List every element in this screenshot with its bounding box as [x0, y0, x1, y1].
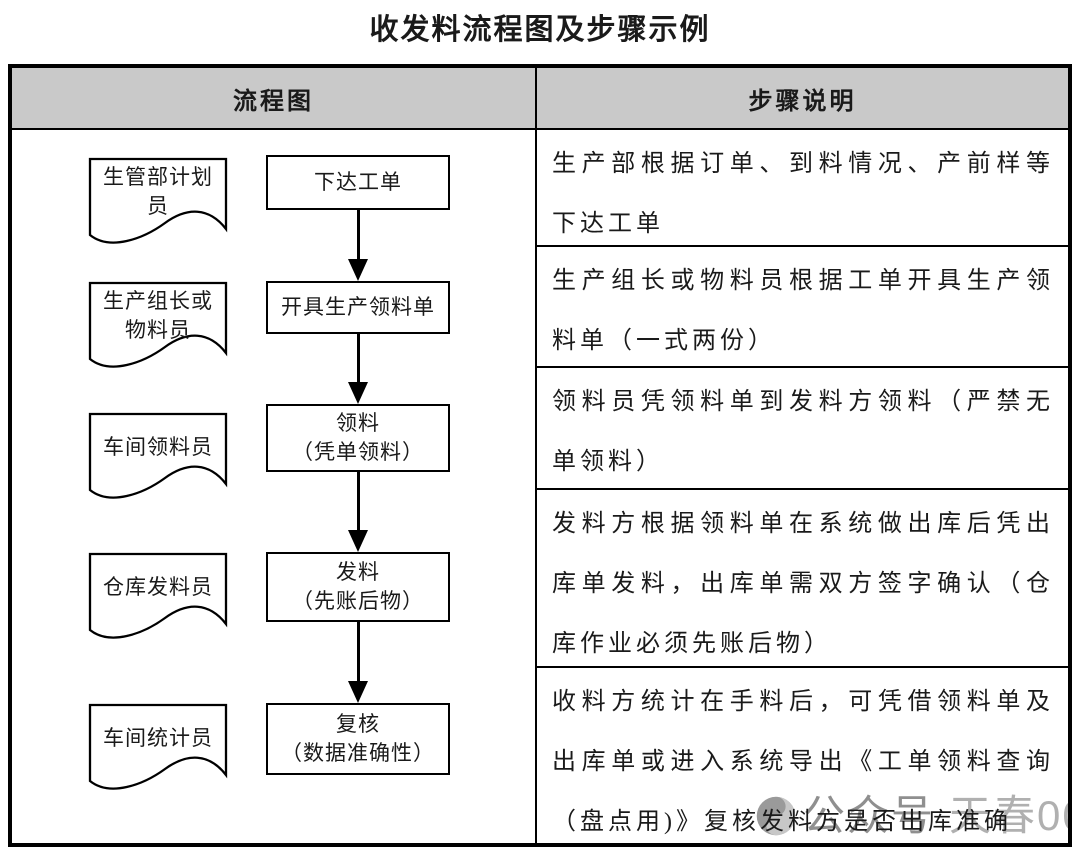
flowchart-role-doc: 生产组长或物料员 — [88, 281, 228, 377]
document-shape-icon — [88, 552, 228, 639]
header-cell-steps: 步骤说明 — [535, 68, 1068, 128]
step-description-row: 收料方统计在手料后，可凭借领料单及出库单或进入系统导出《工单领料查询（盘点用)》… — [537, 668, 1068, 843]
step-box-label: 领料 — [336, 411, 380, 435]
step-box-label: 下达工单 — [314, 170, 402, 194]
step-box-sublabel: （数据准确性） — [281, 741, 435, 765]
flowchart-role-doc: 车间统计员 — [88, 703, 228, 799]
step-description-text: 收料方统计在手料后，可凭借领料单及出库单或进入系统导出《工单领料查询（盘点用)》… — [552, 689, 1054, 835]
steps-column: 生产部根据订单、到料情况、产前样等下达工单 生产组长或物料员根据工单开具生产领料… — [535, 130, 1068, 843]
step-description-text: 领料员凭领料单到发料方领料（严禁无单领料） — [552, 389, 1054, 475]
document-shape-icon — [88, 412, 228, 499]
step-description-text: 发料方根据领料单在系统做出库后凭出库单发料，出库单需双方签字确认（仓库作业必须先… — [552, 511, 1054, 657]
yinyang-circle-icon — [756, 796, 796, 836]
role-label: 生管部计划员 — [103, 165, 213, 218]
table-header-row: 流程图 步骤说明 — [12, 68, 1068, 130]
flowchart-step-box: 开具生产领料单 — [266, 281, 450, 334]
role-label: 车间统计员 — [103, 725, 213, 750]
document-shape-icon — [88, 157, 228, 244]
document-shape-icon — [88, 281, 228, 368]
flowchart-cell: 生管部计划员 生产组长或物料员 车间领料员 — [12, 130, 535, 843]
step-description-row: 生产组长或物料员根据工单开具生产领料单（一式两份） — [537, 247, 1068, 368]
step-description-row: 发料方根据领料单在系统做出库后凭出库单发料，出库单需双方签字确认（仓库作业必须先… — [537, 490, 1068, 668]
header-cell-flowchart: 流程图 — [233, 88, 314, 115]
step-description-text: 生产部根据订单、到料情况、产前样等下达工单 — [552, 151, 1054, 237]
step-box-sublabel: （先账后物） — [292, 589, 424, 613]
table-body: 生管部计划员 生产组长或物料员 车间领料员 — [12, 130, 1068, 843]
step-description-text: 生产组长或物料员根据工单开具生产领料单（一式两份） — [552, 268, 1054, 354]
flowchart-role-doc: 车间领料员 — [88, 412, 228, 508]
step-box-label: 开具生产领料单 — [281, 295, 435, 319]
role-label: 车间领料员 — [103, 434, 213, 459]
flowchart-step-box: 领料 （凭单领料） — [266, 404, 450, 472]
document-shape-icon — [88, 703, 228, 790]
role-label: 生产组长或物料员 — [103, 289, 213, 342]
flowchart-role-doc: 生管部计划员 — [88, 157, 228, 253]
watermark-account: 天春001 — [949, 792, 1068, 839]
page-title: 收发料流程图及步骤示例 — [369, 14, 711, 46]
step-box-sublabel: （凭单领料） — [292, 440, 424, 464]
step-description-row: 领料员凭领料单到发料方领料（严禁无单领料） — [537, 368, 1068, 490]
process-table: 流程图 步骤说明 生管部计划员 生产组长或物料员 — [8, 64, 1072, 847]
step-box-label: 复核 — [336, 712, 380, 736]
watermark-label: 公众号 — [803, 792, 936, 839]
flowchart-step-box: 下达工单 — [266, 155, 450, 210]
flowchart-step-box: 发料 （先账后物） — [266, 552, 450, 622]
flowchart-step-box: 复核 （数据准确性） — [266, 703, 450, 775]
watermark: 公众号 天春001 — [755, 786, 1068, 843]
step-description-row: 生产部根据订单、到料情况、产前样等下达工单 — [537, 130, 1068, 247]
step-box-label: 发料 — [336, 560, 380, 584]
role-label: 仓库发料员 — [103, 574, 213, 599]
flowchart-role-doc: 仓库发料员 — [88, 552, 228, 648]
